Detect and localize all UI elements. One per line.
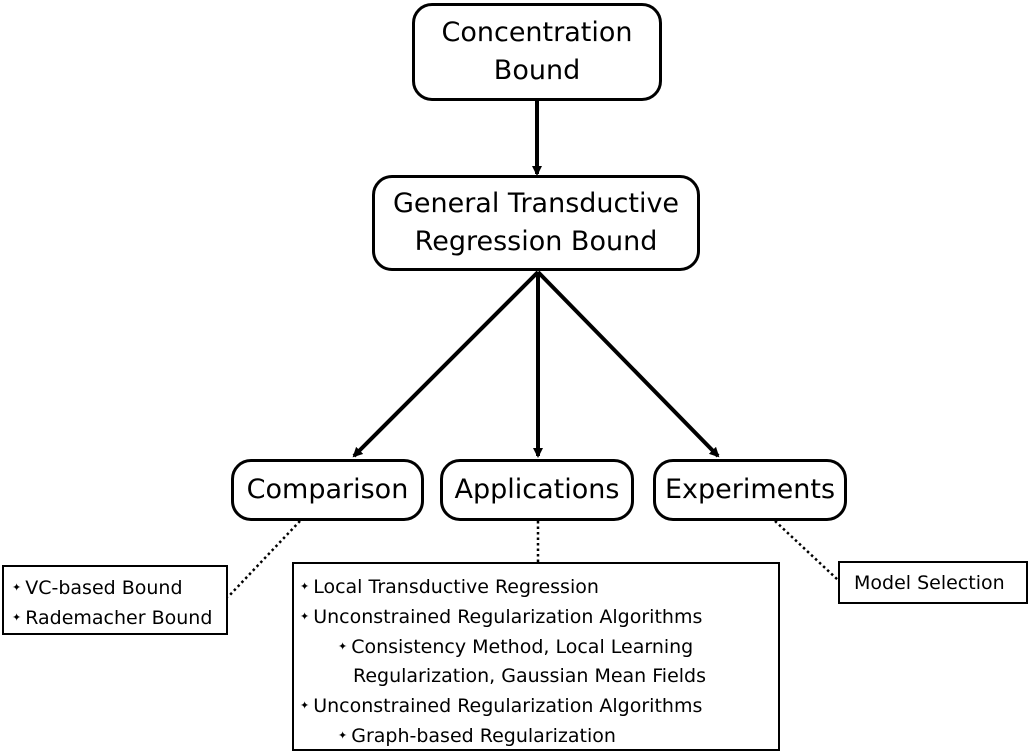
node-concentration-bound-line-1: Concentration xyxy=(441,17,633,48)
list-item: Model Selection xyxy=(854,569,1026,598)
comparison-item-label: Rademacher Bound xyxy=(25,607,213,629)
list-item-nested: ✦Graph-based Regularization xyxy=(300,721,778,751)
arrow-general-to-experiments xyxy=(536,270,720,458)
comparison-item-label: VC-based Bound xyxy=(25,577,183,599)
node-general-line-1: General Transductive xyxy=(392,188,680,219)
four-point-star-bullet-icon: ✦ xyxy=(300,699,310,712)
experiments-item-label: Model Selection xyxy=(854,572,1005,594)
list-item-nested: ✦Consistency Method, Local Learning xyxy=(300,632,778,662)
list-item-continuation: Regularization, Gaussian Mean Fields xyxy=(300,662,778,691)
node-general-transductive-regression-bound: General Transductive Regression Bound xyxy=(372,175,700,271)
applications-item-label: Local Transductive Regression xyxy=(313,576,599,598)
four-point-star-bullet-icon: ✦ xyxy=(300,610,310,623)
arrow-general-to-comparison xyxy=(352,270,540,458)
four-point-star-bullet-icon: ✦ xyxy=(300,580,310,593)
dotted-link-comparison xyxy=(227,520,301,598)
four-point-star-bullet-icon: ✦ xyxy=(338,729,348,742)
applications-item-label: Regularization, Gaussian Mean Fields xyxy=(353,665,707,687)
applications-details-box: ✦Local Transductive Regression ✦Unconstr… xyxy=(292,562,780,751)
four-point-star-bullet-icon: ✦ xyxy=(12,581,22,594)
node-applications: Applications xyxy=(440,459,634,521)
node-concentration-bound-line-2: Bound xyxy=(493,55,581,86)
list-item: ✦Rademacher Bound xyxy=(12,603,226,633)
node-experiments: Experiments xyxy=(653,459,847,521)
node-applications-label: Applications xyxy=(454,474,620,505)
node-general-line-2: Regression Bound xyxy=(414,226,658,257)
list-item: ✦Unconstrained Regularization Algorithms xyxy=(300,691,778,721)
node-comparison: Comparison xyxy=(231,459,424,521)
applications-item-label: Consistency Method, Local Learning xyxy=(351,636,694,658)
list-item: ✦Unconstrained Regularization Algorithms xyxy=(300,602,778,632)
applications-item-label: Graph-based Regularization xyxy=(351,725,616,747)
node-experiments-label: Experiments xyxy=(664,474,836,505)
node-concentration-bound: Concentration Bound xyxy=(412,3,662,101)
four-point-star-bullet-icon: ✦ xyxy=(338,640,348,653)
dotted-link-experiments xyxy=(774,520,839,581)
four-point-star-bullet-icon: ✦ xyxy=(12,611,22,624)
applications-item-label: Unconstrained Regularization Algorithms xyxy=(313,606,703,628)
node-comparison-label: Comparison xyxy=(246,474,409,505)
applications-item-label: Unconstrained Regularization Algorithms xyxy=(313,695,703,717)
list-item: ✦VC-based Bound xyxy=(12,573,226,603)
experiments-details-box: Model Selection xyxy=(838,561,1028,604)
comparison-details-box: ✦VC-based Bound ✦Rademacher Bound xyxy=(2,565,228,635)
list-item: ✦Local Transductive Regression xyxy=(300,572,778,602)
